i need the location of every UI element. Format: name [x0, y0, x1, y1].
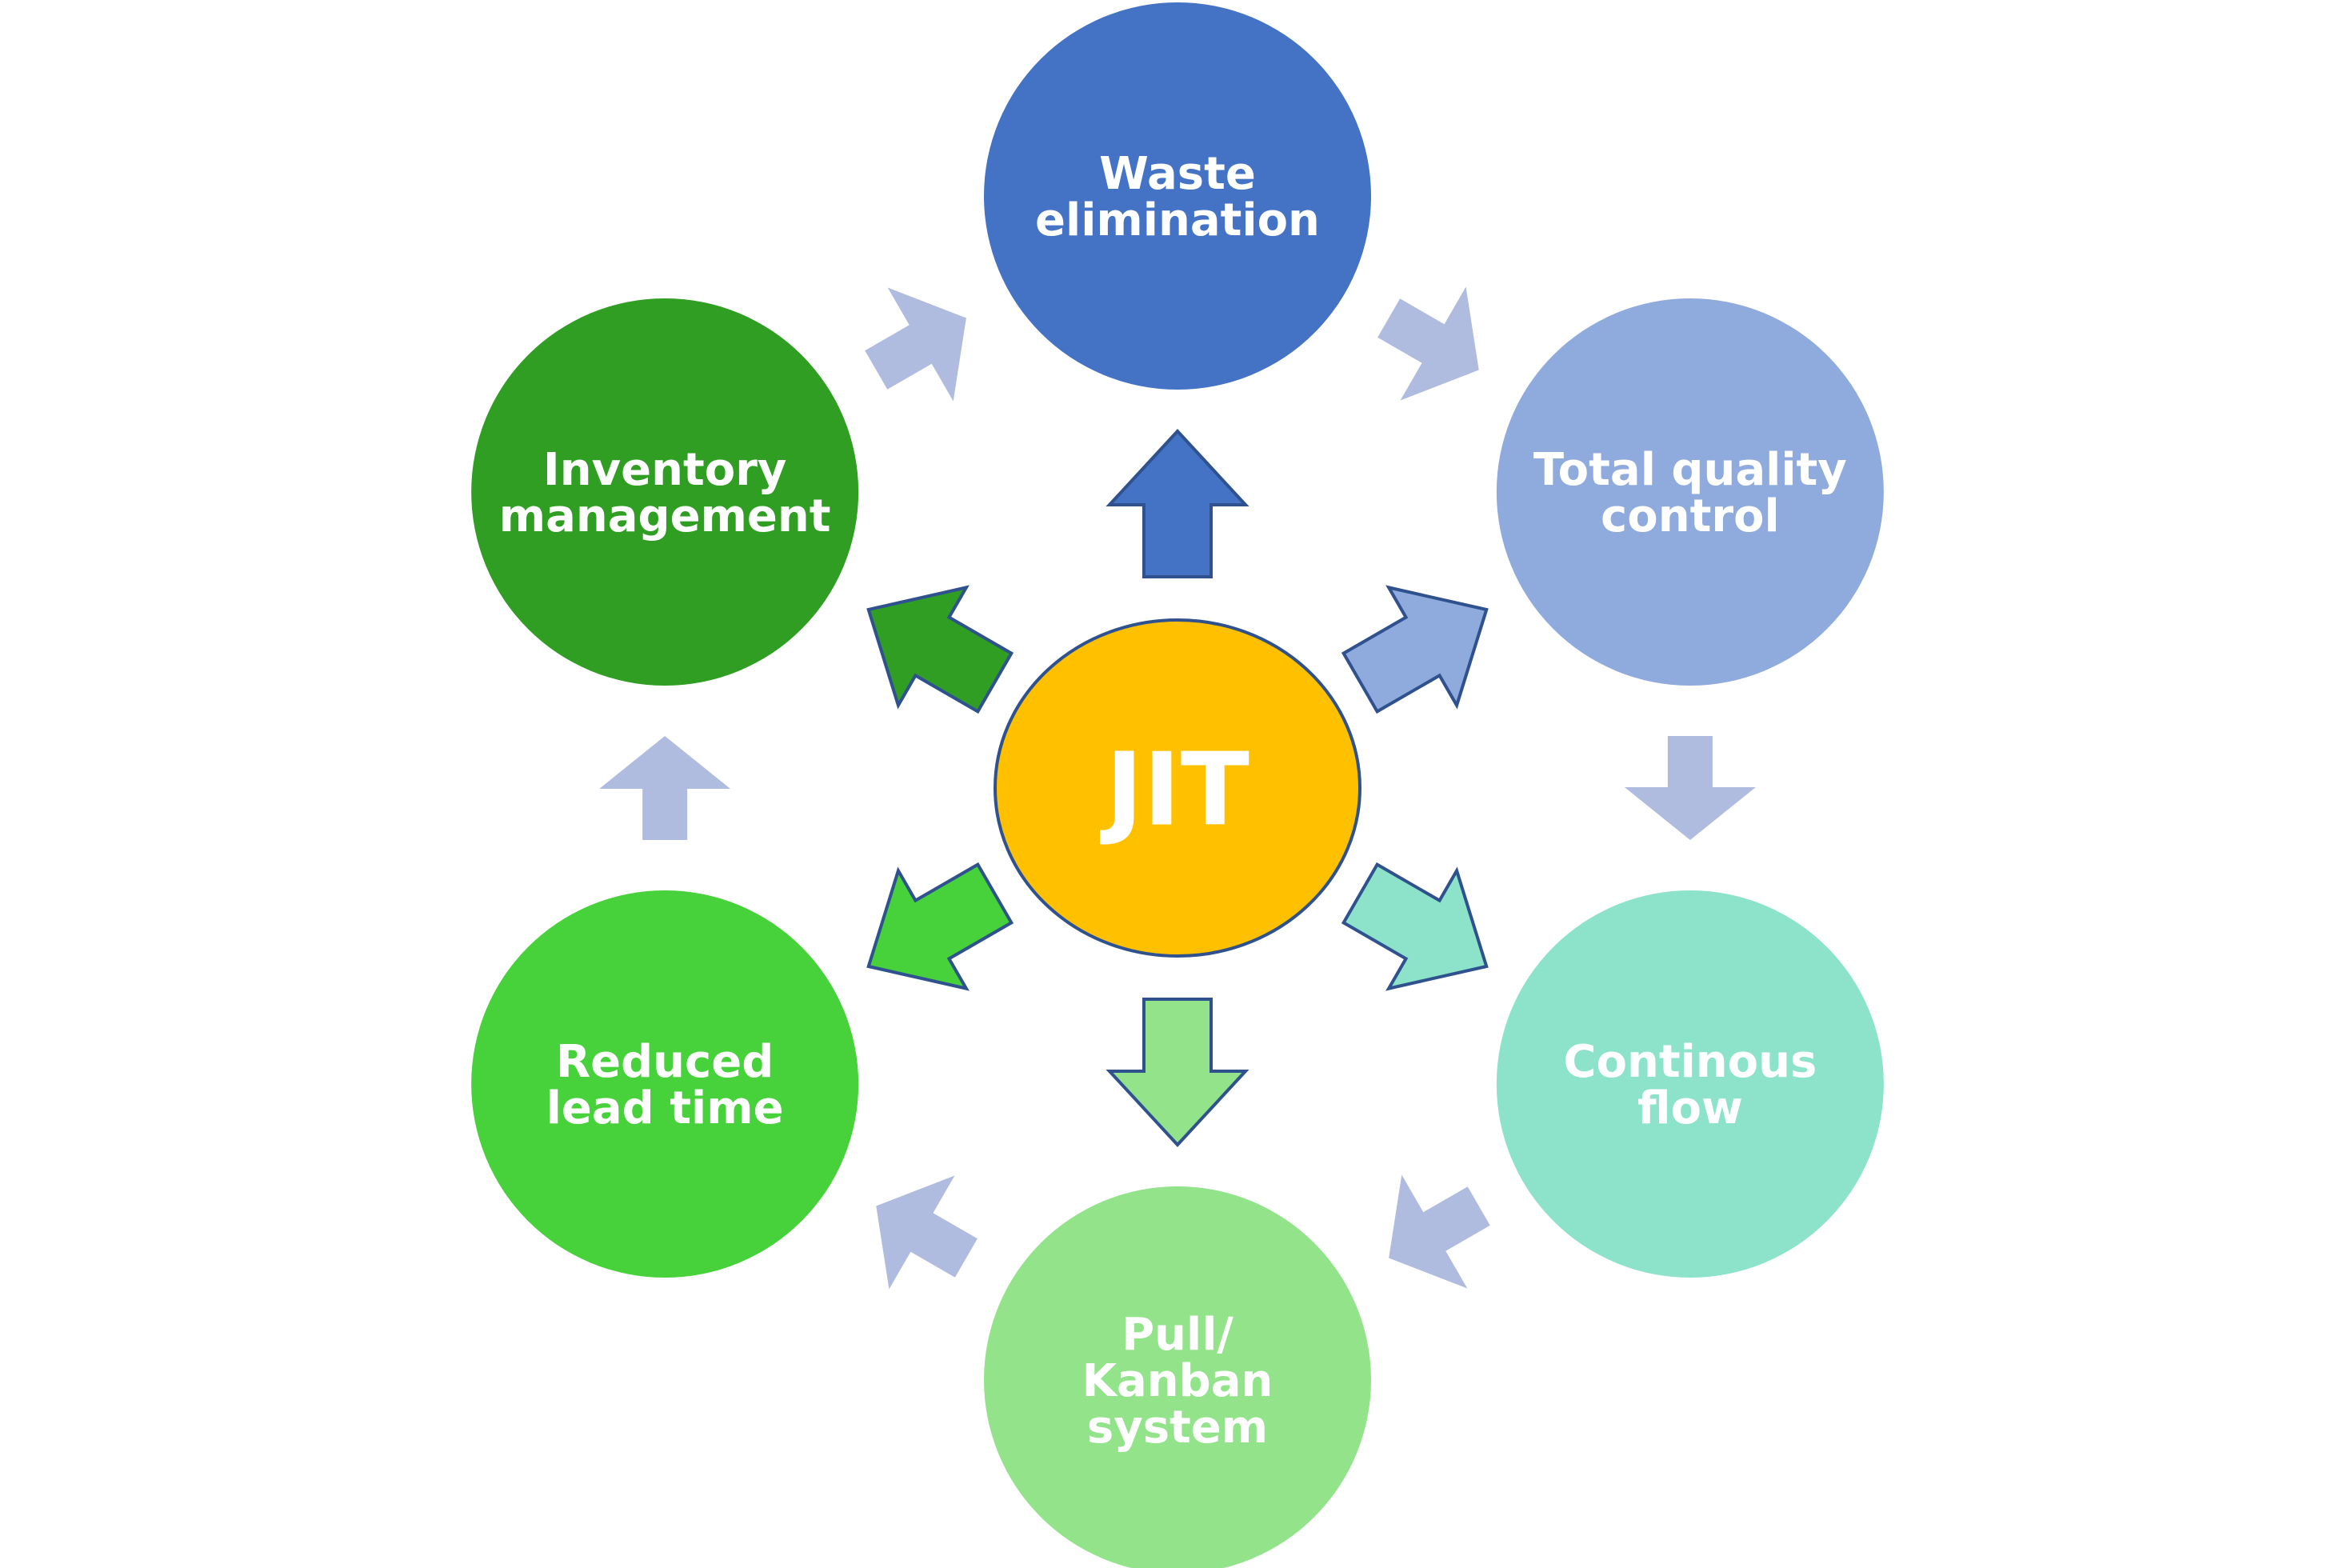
spoke-arrow-continous-flow [1341, 862, 1489, 991]
node-circle-inventory-management [471, 298, 859, 686]
spoke-arrow-pull-kanban-system [1106, 998, 1249, 1147]
cycle-arrow-total-quality-control-to-continous-flow [1624, 736, 1756, 840]
node-label-line: lead time [546, 1082, 784, 1134]
cycle-arrow-reduced-lead-time-to-inventory-management [599, 736, 731, 840]
cycle-arrow-pull-kanban-system-to-reduced-lead-time [876, 1175, 978, 1290]
node-circle-reduced-lead-time [471, 890, 859, 1278]
node-label-line: Kanban [1082, 1355, 1273, 1407]
node-label-line: elimination [1035, 194, 1320, 246]
spoke-arrow-waste-elimination [1106, 429, 1249, 578]
spoke-arrow-total-quality-control [1341, 585, 1489, 714]
node-label-line: control [1601, 490, 1780, 542]
center-ellipse [994, 618, 1361, 958]
spoke-arrows [866, 429, 1489, 1147]
node-label-line: system [1087, 1402, 1268, 1454]
node-circle-waste-elimination [984, 2, 1371, 390]
spoke-arrow-inventory-management [866, 585, 1014, 714]
node-label-line: management [499, 490, 831, 542]
node-label-line: Continous [1563, 1036, 1817, 1088]
node-label-line: flow [1637, 1082, 1743, 1134]
cycle-arrows [599, 286, 1756, 1290]
cycle-arrow-continous-flow-to-pull-kanban-system [1389, 1174, 1490, 1289]
node-label-line: Waste [1099, 148, 1256, 200]
center-label: JIT [1099, 730, 1249, 848]
center-node: JIT [994, 618, 1361, 958]
node-label-line: Pull/ [1122, 1309, 1233, 1361]
node-circle-pull-kanban-system [984, 1186, 1371, 1568]
cycle-arrow-waste-elimination-to-total-quality-control [1377, 286, 1479, 401]
node-circle-continous-flow [1496, 890, 1884, 1278]
spoke-arrow-reduced-lead-time [866, 862, 1014, 991]
node-circle-total-quality-control [1496, 298, 1884, 686]
cycle-arrow-inventory-management-to-waste-elimination [865, 287, 966, 402]
node-label-line: Total quality [1533, 444, 1847, 496]
node-label-line: Reduced [556, 1036, 774, 1088]
node-label-line: Inventory [543, 444, 786, 496]
